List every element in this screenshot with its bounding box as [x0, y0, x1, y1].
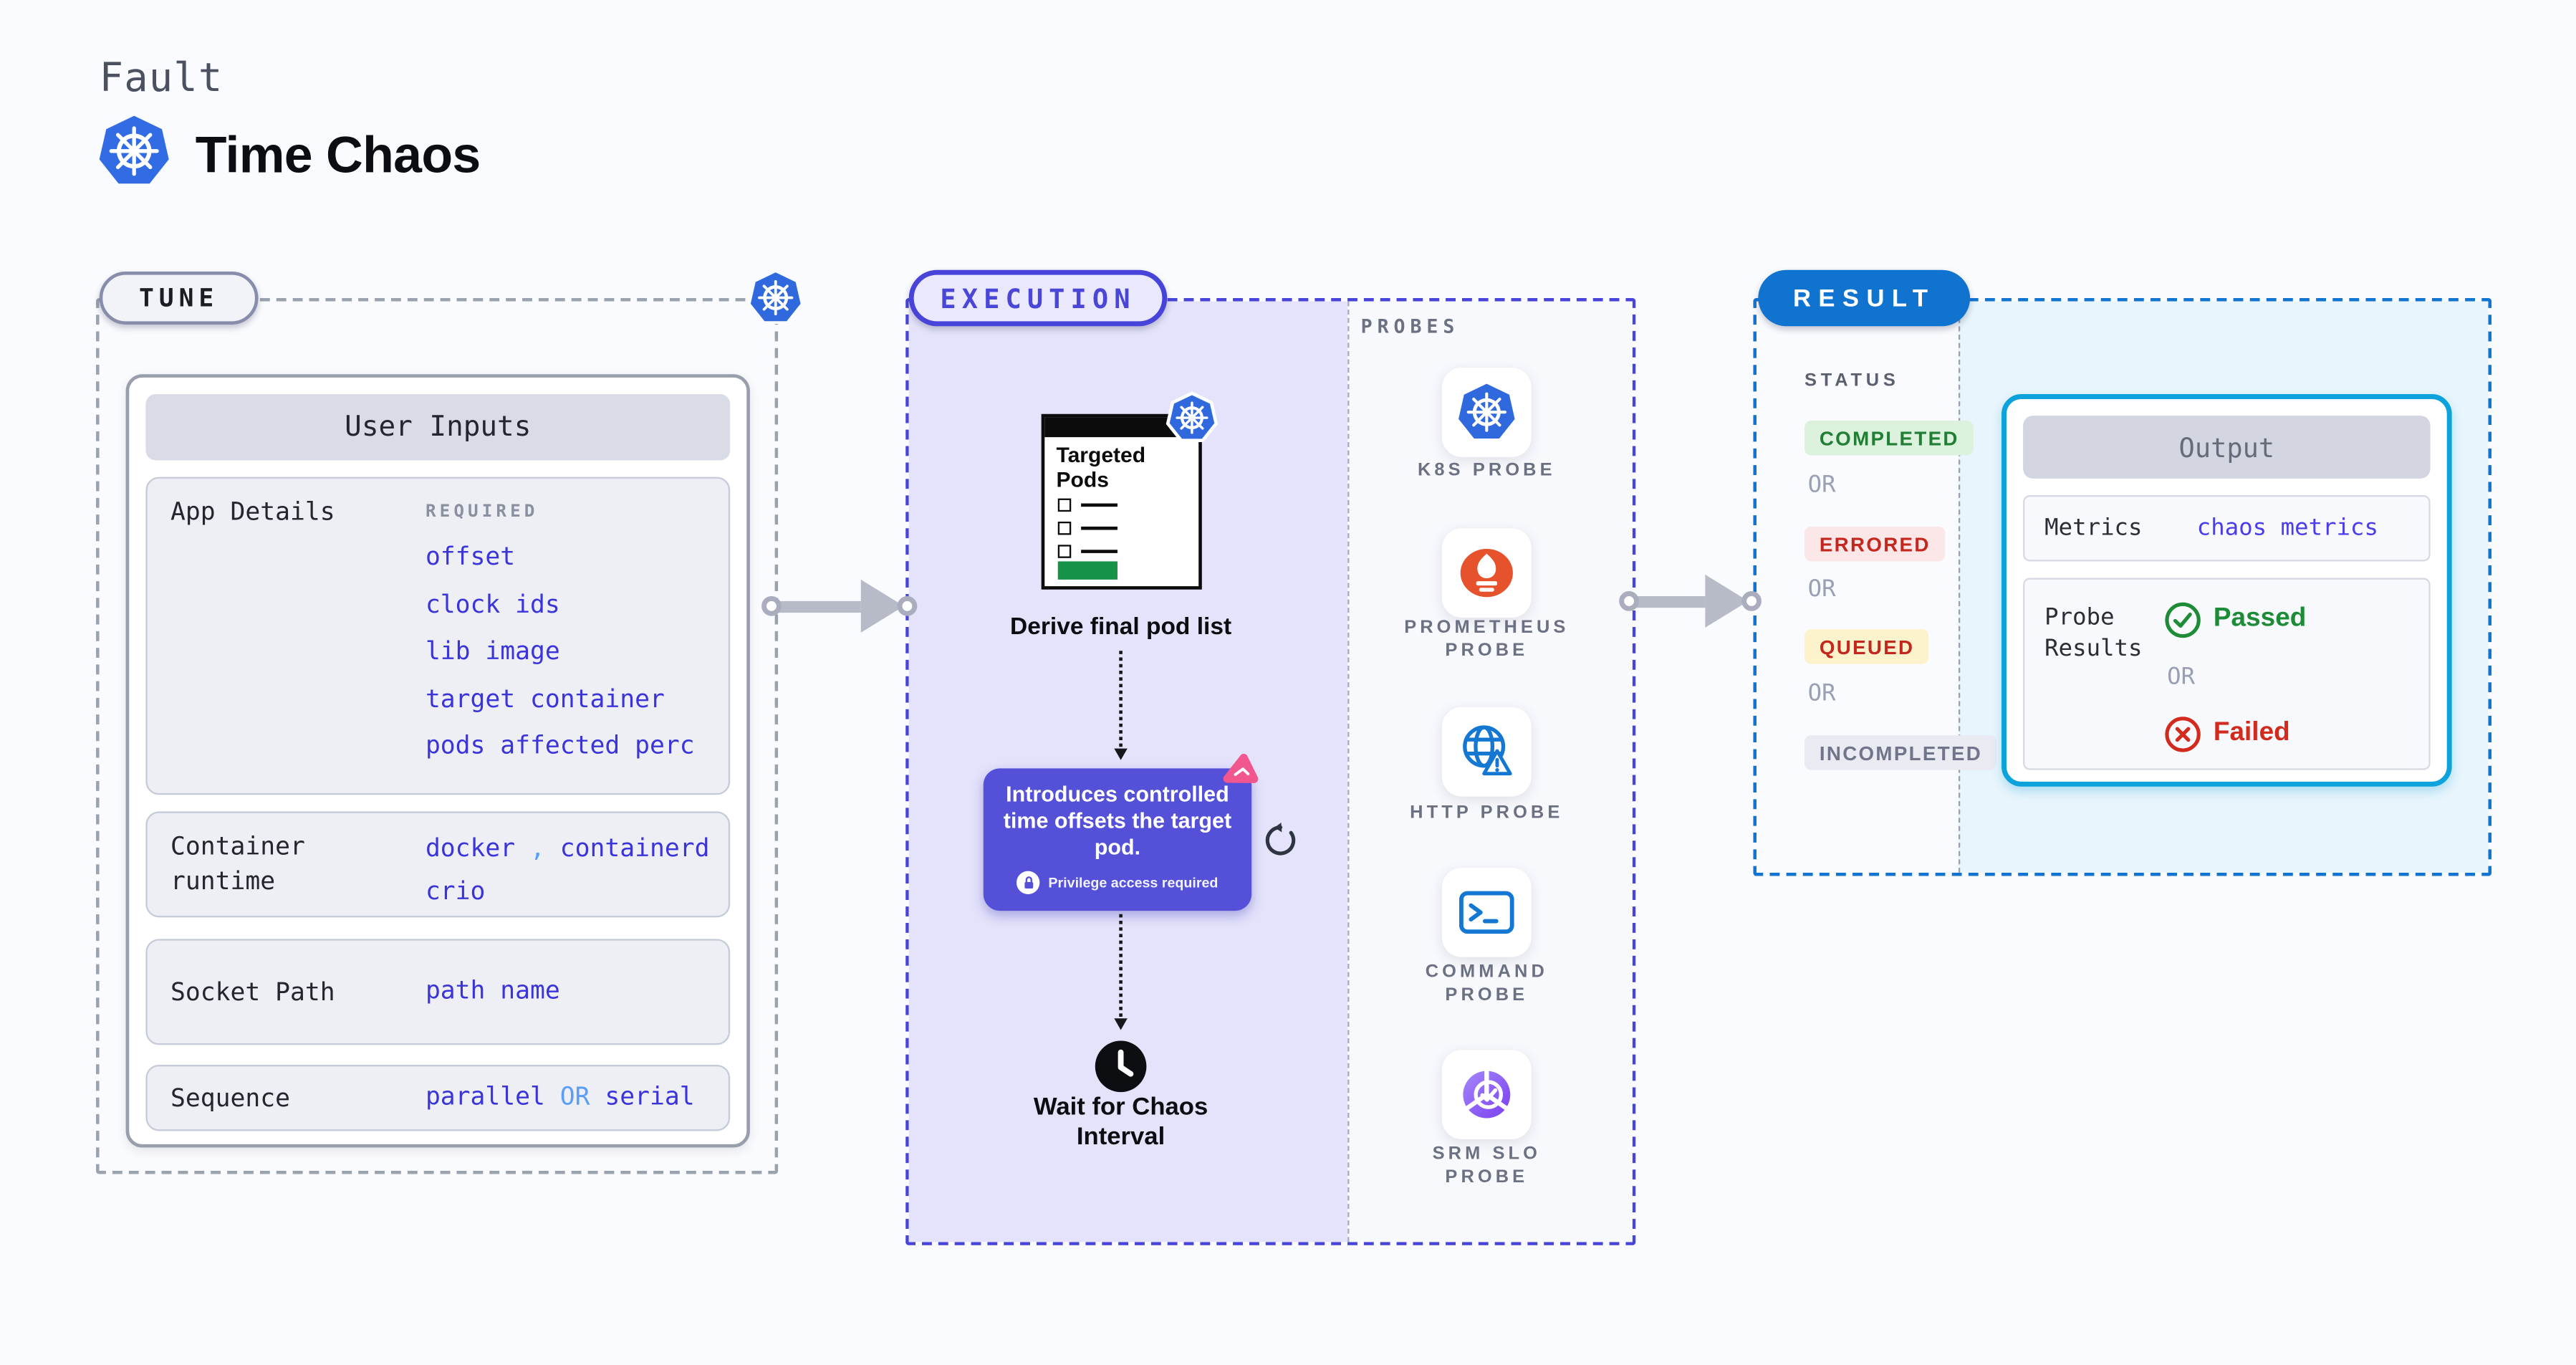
tune-pill: TUNE — [99, 272, 259, 325]
connector-arrowhead — [1113, 1018, 1127, 1030]
connector-dotted — [1119, 651, 1123, 747]
execution-pill: EXECUTION — [908, 269, 1168, 327]
kubernetes-icon — [96, 112, 172, 198]
metrics-label: Metrics — [2044, 514, 2143, 542]
or-separator: OR — [1807, 576, 1836, 603]
output-card: Output Metrics chaos metrics Probe Resul… — [2001, 394, 2452, 787]
status-label: STATUS — [1804, 370, 1900, 391]
wait-interval-text: Wait for Chaos Interval — [1033, 1093, 1208, 1151]
arrow-execution-to-result — [1619, 574, 1762, 628]
container-runtime-label: Container runtime — [170, 831, 305, 896]
derive-pod-list-text: Derive final pod list — [1010, 614, 1232, 641]
http-probe-icon — [1441, 707, 1532, 797]
status-badge-errored: ERRORED — [1804, 526, 1946, 562]
status-badge-completed: COMPLETED — [1804, 421, 1974, 456]
field-target-container: target container — [425, 683, 665, 713]
field-pods-affected-perc: pods affected perc — [425, 730, 695, 760]
chaos-pink-icon — [1219, 749, 1263, 802]
failed-x-icon — [2164, 715, 2202, 762]
sequence-value: parallel OR serial — [425, 1081, 695, 1111]
chaos-effect-text: Introduces controlled time offsets the t… — [1003, 781, 1232, 859]
container-runtime-value-crio: crio — [425, 876, 486, 906]
privilege-text: Privilege access required — [1048, 874, 1219, 891]
command-probe-icon — [1441, 867, 1532, 957]
passed-check-icon — [2164, 601, 2202, 648]
or-separator: OR — [2167, 664, 2196, 691]
doc-green-bar — [1057, 561, 1118, 580]
result-pill: RESULT — [1758, 269, 1971, 327]
targeted-pods-title: Targeted Pods — [1056, 442, 1146, 492]
clock-icon — [1095, 1040, 1148, 1101]
probes-label: PROBES — [1360, 315, 1460, 338]
privilege-row: Privilege access required — [984, 871, 1251, 894]
arrow-tune-to-execution — [761, 579, 918, 633]
probe-results-row: Probe Results Passed OR Failed — [2023, 578, 2431, 770]
page-title: Time Chaos — [195, 125, 481, 184]
kubernetes-badge-icon — [1166, 391, 1219, 454]
field-lib-image: lib image — [425, 636, 560, 666]
required-label: REQUIRED — [425, 502, 539, 522]
app-details-panel: App Details REQUIRED offset clock ids li… — [145, 476, 731, 795]
connector-arrowhead — [1113, 748, 1127, 760]
prometheus-probe-icon — [1441, 528, 1532, 618]
pod-list-row — [1057, 498, 1118, 512]
tune-section-box — [96, 297, 779, 1174]
status-badge-queued: QUEUED — [1804, 629, 1930, 664]
sequence-panel: Sequence parallel OR serial — [145, 1065, 731, 1131]
title-row: Time Chaos — [96, 112, 481, 198]
field-clock-ids: clock ids — [425, 588, 560, 619]
http-probe-label: HTTP PROBE — [1410, 803, 1564, 823]
kubernetes-corner-icon — [746, 268, 804, 336]
container-runtime-values: docker , containerd — [425, 833, 710, 863]
lock-icon — [1017, 871, 1040, 894]
status-badge-incompleted: INCOMPLETED — [1804, 735, 1997, 770]
k8s-probe-label: K8S PROBE — [1417, 460, 1556, 481]
connector-dotted — [1119, 914, 1123, 1017]
user-inputs-header: User Inputs — [145, 394, 731, 461]
metrics-value: chaos metrics — [2196, 514, 2379, 542]
pod-list-row — [1057, 545, 1118, 558]
container-runtime-panel: Container runtime docker , containerd cr… — [145, 811, 731, 918]
metrics-row: Metrics chaos metrics — [2023, 495, 2431, 562]
srm-slo-probe-icon — [1441, 1050, 1532, 1140]
refresh-icon — [1261, 821, 1299, 868]
socket-path-value: path name — [425, 975, 560, 1005]
socket-path-panel: Socket Path path name — [145, 939, 731, 1045]
passed-text: Passed — [2213, 604, 2307, 633]
or-separator: OR — [1807, 471, 1836, 499]
chaos-effect-box: Introduces controlled time offsets the t… — [983, 768, 1252, 911]
field-offset: offset — [425, 541, 516, 572]
probe-results-label: Probe Results — [2044, 604, 2143, 663]
pod-list-row — [1057, 521, 1118, 535]
fault-label: Fault — [99, 54, 224, 101]
failed-text: Failed — [2213, 718, 2290, 747]
k8s-probe-icon — [1441, 368, 1532, 457]
app-details-label: App Details — [170, 497, 335, 527]
or-separator: OR — [1807, 680, 1836, 707]
output-header: Output — [2023, 416, 2431, 479]
socket-path-label: Socket Path — [170, 977, 335, 1007]
sequence-label: Sequence — [170, 1083, 291, 1113]
user-inputs-card: User Inputs App Details REQUIRED offset … — [125, 374, 750, 1148]
